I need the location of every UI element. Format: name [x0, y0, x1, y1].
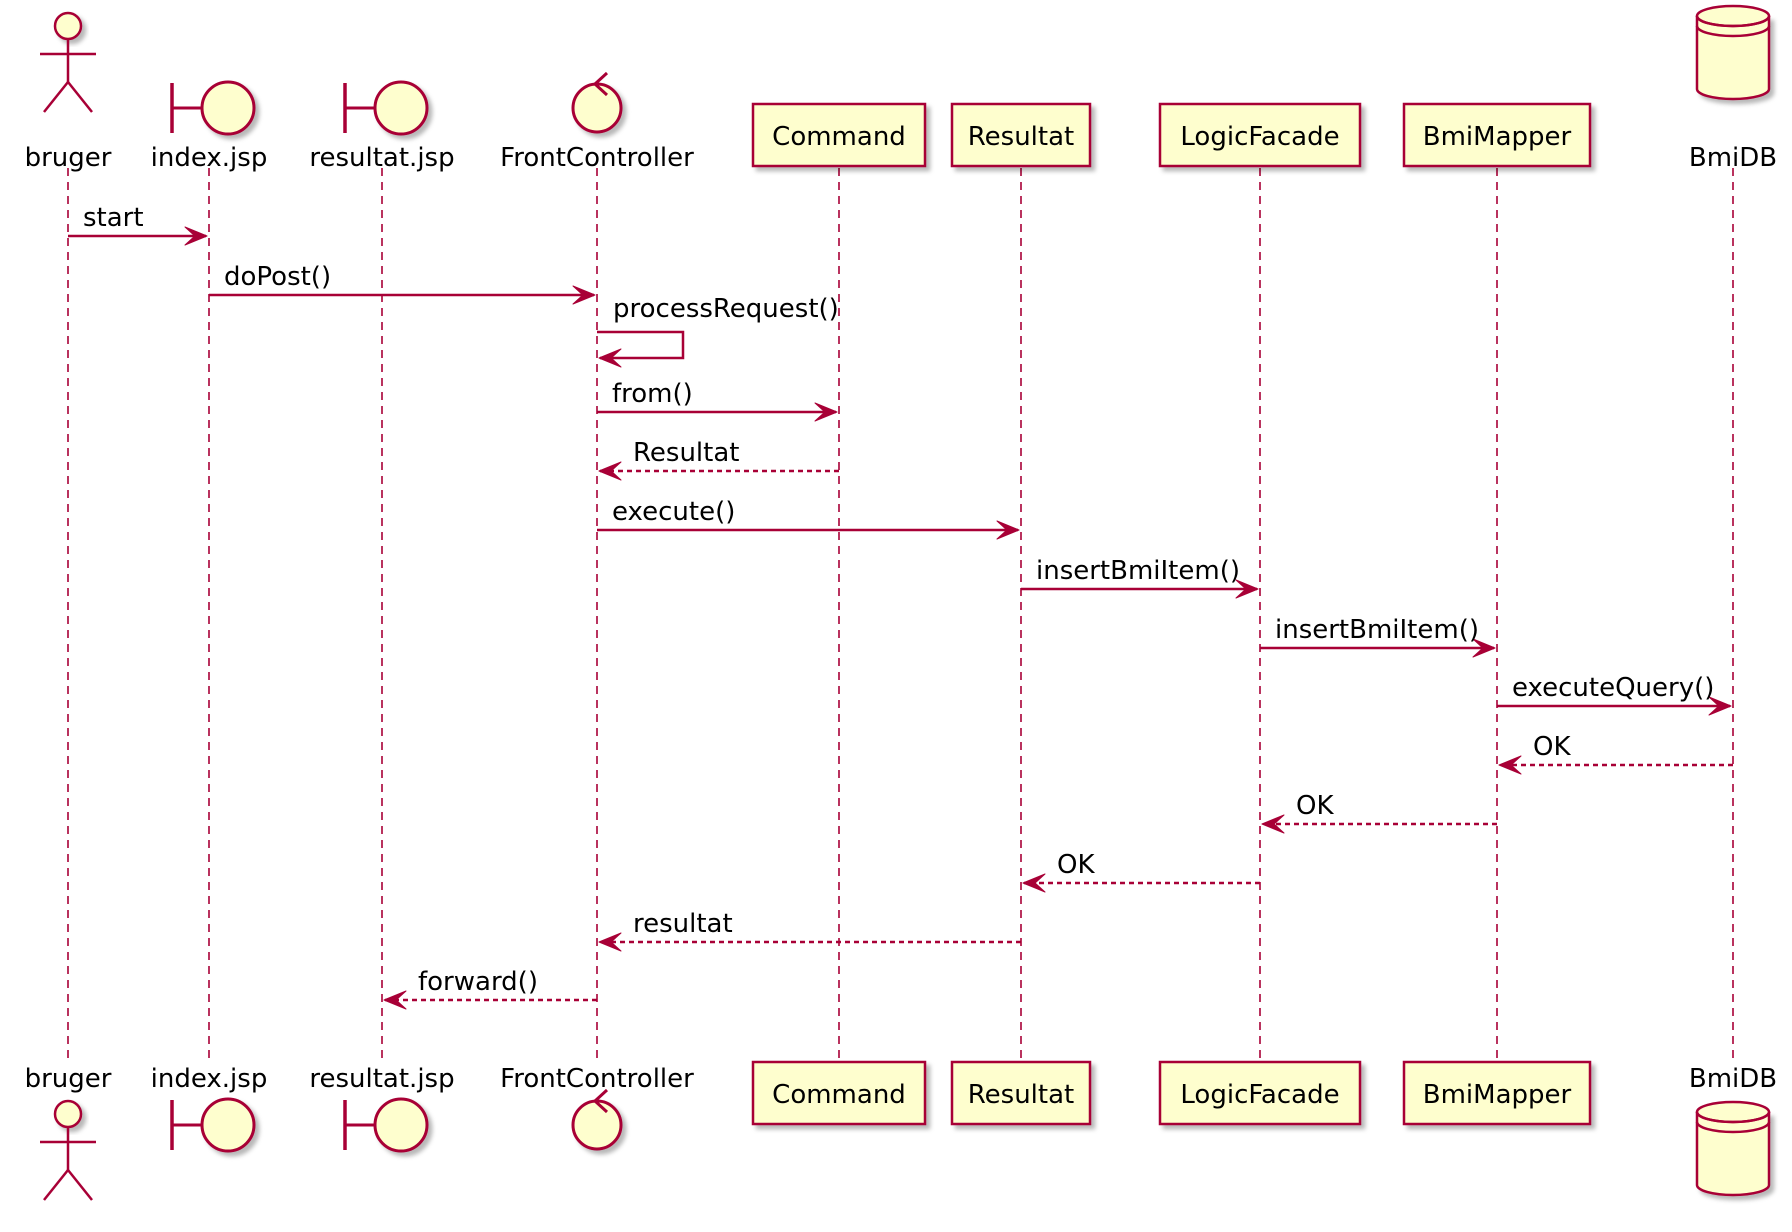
boundary-icon — [343, 80, 429, 136]
boundary-icon — [343, 1097, 429, 1153]
participant-frontcontroller-top: FrontController — [500, 71, 694, 173]
message-label: resultat — [633, 909, 733, 939]
boundary-icon — [170, 80, 256, 136]
message-3: processRequest() — [597, 294, 839, 368]
message-label: doPost() — [224, 262, 331, 292]
message-label: insertBmiItem() — [1036, 556, 1240, 586]
message-14: forward() — [383, 967, 597, 1010]
message-label: insertBmiItem() — [1275, 615, 1479, 645]
message-10: OK — [1498, 732, 1733, 775]
actor-icon — [40, 11, 96, 113]
message-7: insertBmiItem() — [1021, 556, 1259, 599]
participant-resultatjsp-bottom: resultat.jsp — [309, 1064, 455, 1153]
participant-bmimapper-top: BmiMapper — [1402, 102, 1592, 168]
participant-label: LogicFacade — [1180, 122, 1339, 152]
message-2: doPost() — [209, 262, 596, 305]
participant-resultatjsp-top: resultat.jsp — [309, 80, 455, 173]
participant-bruger-top: bruger — [25, 11, 112, 173]
participant-label: resultat.jsp — [309, 143, 454, 173]
message-label: forward() — [418, 967, 538, 997]
control-icon — [571, 71, 623, 134]
participant-label: BmiMapper — [1423, 122, 1572, 152]
message-6: execute() — [597, 497, 1020, 540]
message-5: Resultat — [598, 438, 839, 481]
message-4: from() — [597, 379, 838, 422]
participant-index-top: index.jsp — [151, 80, 268, 173]
participant-logicfacade-top: LogicFacade — [1158, 102, 1362, 168]
participant-label: Resultat — [968, 122, 1074, 152]
participant-resultat-bottom: Resultat — [950, 1060, 1092, 1126]
participant-label: BmiDB — [1689, 143, 1777, 173]
participant-command-top: Command — [751, 102, 927, 168]
participant-label: Command — [772, 1080, 906, 1110]
database-icon — [1695, 1100, 1771, 1197]
participant-label: BmiDB — [1689, 1064, 1777, 1094]
message-11: OK — [1261, 791, 1497, 834]
participant-label: Command — [772, 122, 906, 152]
message-label: OK — [1296, 791, 1334, 821]
participant-label: Resultat — [968, 1080, 1074, 1110]
participant-frontcontroller-bottom: FrontController — [500, 1064, 694, 1151]
message-12: OK — [1022, 850, 1260, 893]
control-icon — [571, 1088, 623, 1151]
message-9: executeQuery() — [1497, 673, 1732, 716]
participant-label: BmiMapper — [1423, 1080, 1572, 1110]
database-icon — [1695, 4, 1771, 101]
participant-label: LogicFacade — [1180, 1080, 1339, 1110]
participant-label: FrontController — [500, 1064, 694, 1094]
participant-label: FrontController — [500, 143, 694, 173]
message-8: insertBmiItem() — [1260, 615, 1496, 658]
message-label: from() — [612, 379, 693, 409]
participant-label: bruger — [25, 143, 112, 173]
message-label: Resultat — [633, 438, 739, 468]
message-label: executeQuery() — [1512, 673, 1714, 703]
actor-icon — [40, 1099, 96, 1201]
message-label: OK — [1057, 850, 1095, 880]
boundary-icon — [170, 1097, 256, 1153]
participant-command-bottom: Command — [751, 1060, 927, 1126]
message-label: start — [83, 203, 144, 233]
message-13: resultat — [598, 909, 1021, 952]
message-label: OK — [1533, 732, 1571, 762]
message-1: start — [68, 203, 208, 246]
participant-index-bottom: index.jsp — [151, 1064, 268, 1153]
participant-bmimapper-bottom: BmiMapper — [1402, 1060, 1592, 1126]
participant-bruger-bottom: bruger — [25, 1064, 112, 1201]
participant-label: index.jsp — [151, 1064, 268, 1094]
participant-bmidb-bottom: BmiDB — [1689, 1064, 1777, 1197]
participant-resultat-top: Resultat — [950, 102, 1092, 168]
participant-label: resultat.jsp — [309, 1064, 454, 1094]
participant-bmidb-top: BmiDB — [1689, 4, 1777, 173]
participant-label: index.jsp — [151, 143, 268, 173]
message-label: execute() — [612, 497, 735, 527]
message-line — [597, 330, 685, 360]
participant-logicfacade-bottom: LogicFacade — [1158, 1060, 1362, 1126]
participant-label: bruger — [25, 1064, 112, 1094]
message-label: processRequest() — [613, 294, 839, 324]
